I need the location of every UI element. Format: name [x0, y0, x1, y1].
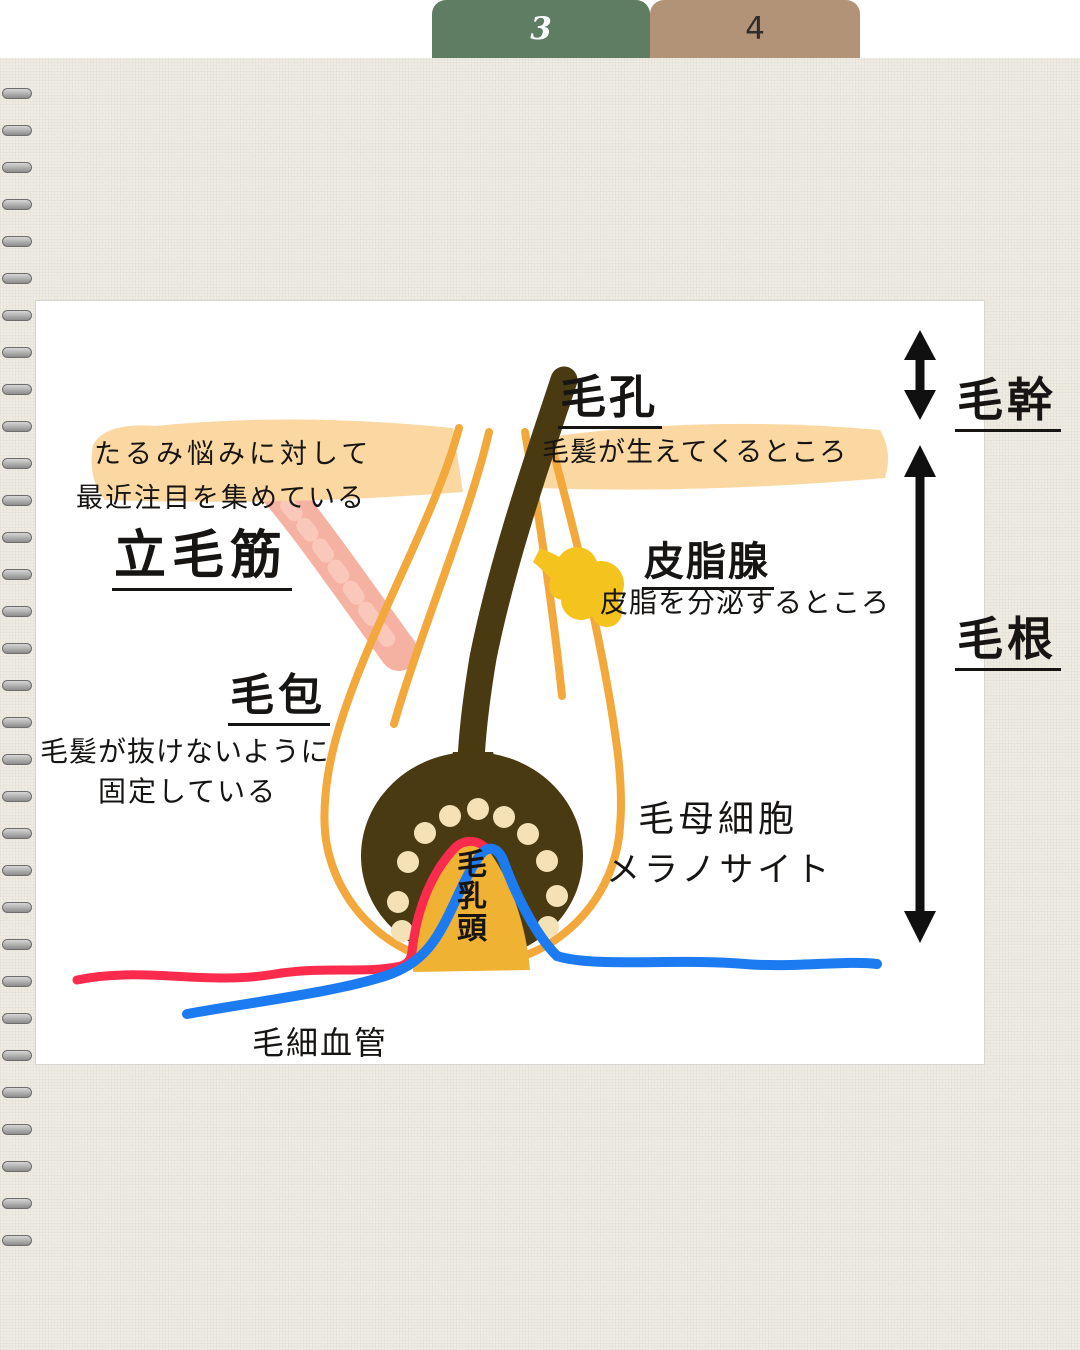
spiral-ring — [2, 1013, 32, 1024]
hair-root-arrow — [904, 445, 936, 943]
spiral-ring — [2, 532, 32, 543]
spiral-ring — [2, 865, 32, 876]
spiral-ring — [2, 1087, 32, 1098]
spiral-ring — [2, 1050, 32, 1061]
spiral-ring — [2, 495, 32, 506]
spiral-ring — [2, 1161, 32, 1172]
label-arrector-note-1: たるみ悩みに対して — [94, 439, 373, 470]
label-hair-root: 毛根 — [955, 614, 1061, 671]
spiral-ring — [2, 569, 32, 580]
spiral-ring — [2, 976, 32, 987]
spiral-ring — [2, 1235, 32, 1246]
tab-3-label: 3 — [530, 11, 552, 47]
tab-4-label: 4 — [745, 11, 765, 47]
spiral-binding — [0, 88, 32, 1272]
follicle-wall-outer-left — [320, 424, 463, 844]
spiral-ring — [2, 88, 32, 99]
spiral-ring — [2, 310, 32, 321]
hair-anatomy-diagram — [72, 330, 936, 1019]
spiral-ring — [2, 199, 32, 210]
label-capillary: 毛細血管 — [252, 1024, 389, 1062]
spiral-ring — [2, 236, 32, 247]
spiral-ring — [2, 347, 32, 358]
skin-layer-left — [91, 419, 463, 502]
label-sebaceous-desc: 皮脂を分泌するところ — [600, 586, 891, 619]
label-sebaceous-gland: 皮脂腺 — [642, 540, 774, 590]
dermal-papilla — [413, 841, 530, 972]
spiral-ring — [2, 828, 32, 839]
spiral-ring — [2, 125, 32, 136]
spiral-ring — [2, 680, 32, 691]
skin-layer-right — [529, 423, 889, 490]
label-arrector-pili: 立毛筋 — [112, 527, 293, 592]
label-hair-pore: 毛孔 — [558, 372, 662, 429]
matrix-cell-dots — [387, 798, 568, 942]
hair-shaft-arrow — [904, 330, 936, 420]
label-arrector-note-2: 最近注目を集めている — [76, 483, 366, 514]
label-follicle: 毛包 — [228, 671, 330, 727]
spiral-ring — [2, 791, 32, 802]
label-hair-pore-desc: 毛髪が生えてくるところ — [542, 437, 848, 468]
spiral-ring — [2, 162, 32, 173]
spiral-ring — [2, 939, 32, 950]
spiral-ring — [2, 421, 32, 432]
spiral-ring — [2, 606, 32, 617]
spiral-ring — [2, 754, 32, 765]
follicle-wall-inner-left — [390, 428, 493, 728]
spiral-ring — [2, 1198, 32, 1209]
label-hair-shaft: 毛幹 — [955, 375, 1061, 432]
label-follicle-desc-2: 固定している — [98, 775, 278, 808]
spiral-ring — [2, 717, 32, 728]
label-matrix-cells: 毛母細胞 — [638, 799, 799, 840]
spiral-ring — [2, 458, 32, 469]
follicle-wall-outer-right — [543, 424, 625, 830]
spiral-ring — [2, 902, 32, 913]
spiral-ring — [2, 643, 32, 654]
sebaceous-gland — [549, 547, 624, 627]
capillary-vein-blue — [182, 843, 882, 1019]
spiral-ring — [2, 273, 32, 284]
spiral-ring — [2, 1124, 32, 1135]
label-melanocyte: メラノサイト — [606, 850, 834, 890]
spiral-ring — [2, 384, 32, 395]
label-papilla: 毛乳頭 — [451, 848, 486, 944]
label-follicle-desc-1: 毛髪が抜けないように — [40, 735, 330, 768]
